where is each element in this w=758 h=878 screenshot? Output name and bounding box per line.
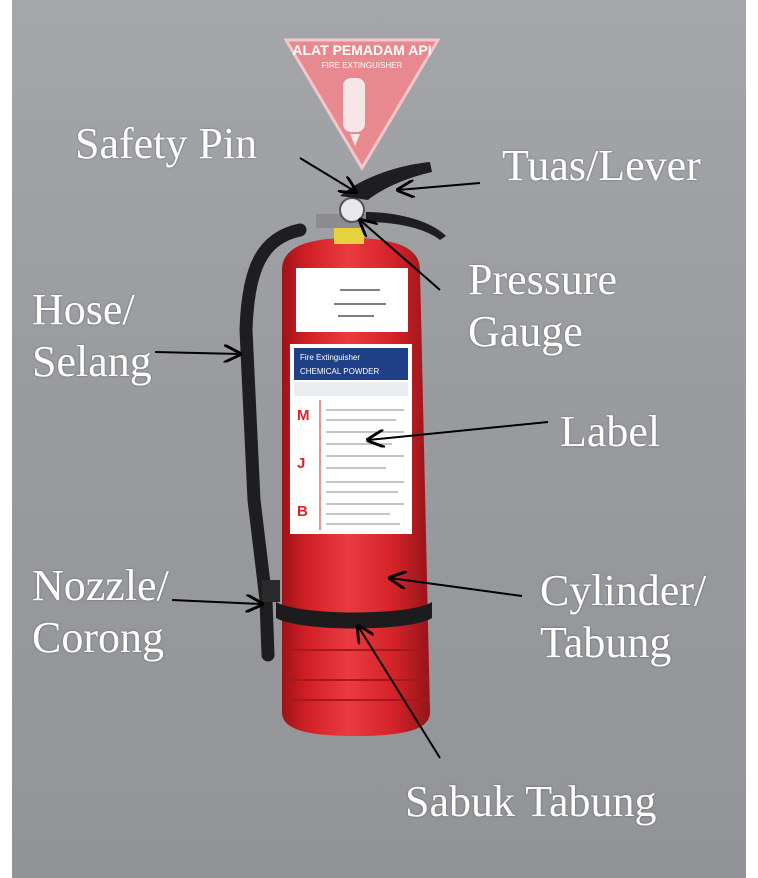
label-header-line2: CHEMICAL POWDER <box>300 367 379 376</box>
sign-extinguisher-icon <box>343 78 365 132</box>
product-label: Fire Extinguisher CHEMICAL POWDER M J B <box>290 268 412 534</box>
lever-handle <box>340 162 432 200</box>
label-letter-b: B <box>297 503 308 520</box>
valve-head <box>316 162 446 244</box>
callout-hose: Hose/ Selang <box>32 284 152 388</box>
callout-nozzle: Nozzle/ Corong <box>32 560 169 664</box>
sign-subtitle: FIRE EXTINGUISHER <box>322 61 403 70</box>
callout-lever: Tuas/Lever <box>502 140 701 192</box>
arrow-safety-pin <box>300 158 356 192</box>
label-letter-m: M <box>297 407 310 424</box>
arrow-hose <box>155 352 240 354</box>
callout-belt: Sabuk Tabung <box>405 776 657 828</box>
sign-title: ALAT PEMADAM API <box>292 42 431 58</box>
fire-extinguisher-sign: ALAT PEMADAM API FIRE EXTINGUISHER <box>286 40 438 168</box>
callout-label: Label <box>560 406 660 458</box>
arrow-nozzle <box>172 600 262 604</box>
callout-cylinder: Cylinder/ Tabung <box>540 565 706 669</box>
pressure-gauge-dial <box>340 198 364 222</box>
callout-pressure-gauge: Pressure Gauge <box>468 254 617 358</box>
arrow-lever <box>398 183 480 190</box>
handwritten-tag <box>296 268 408 332</box>
label-header-line1: Fire Extinguisher <box>300 353 360 362</box>
label-letter-j: J <box>297 455 305 472</box>
callout-safety-pin: Safety Pin <box>75 118 257 170</box>
